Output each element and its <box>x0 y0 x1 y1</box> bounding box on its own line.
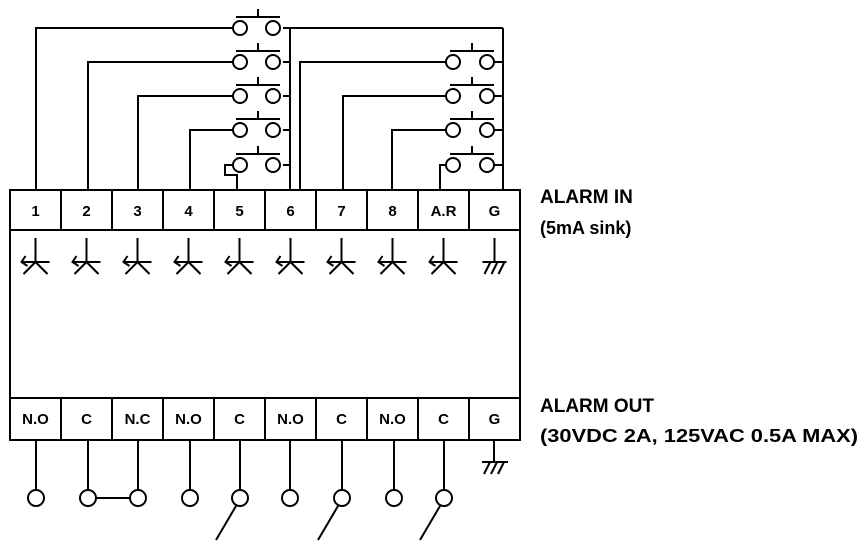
alarm-out-dividers <box>60 398 470 440</box>
out-contact-5 <box>231 489 249 507</box>
sink-input-symbol <box>20 238 50 275</box>
sink-input-symbol <box>377 238 407 275</box>
alarm-in-sink-symbols <box>20 238 507 275</box>
relay-arm-2 <box>317 505 339 541</box>
sink-input-symbol <box>224 238 254 275</box>
alarm-in-terminal-label: 8 <box>388 203 396 220</box>
sink-input-symbol <box>173 238 203 275</box>
alarm-in-terminal-label: 1 <box>31 203 39 220</box>
alarm-in-terminal-label: 7 <box>337 203 345 220</box>
push-button-switch-8 <box>445 111 503 138</box>
push-button-switch-4 <box>232 111 290 138</box>
alarm-in-subtitle: (5mA sink) <box>540 218 631 238</box>
push-button-switch-7 <box>445 77 503 104</box>
alarm-out-terminal-labels: N.O C N.C N.O C N.O C N.O C G <box>22 411 500 428</box>
out-contact-3 <box>129 489 147 507</box>
out-contact-8 <box>385 489 403 507</box>
alarm-out-terminal-label: N.O <box>22 411 49 428</box>
push-button-switch-2 <box>232 43 290 70</box>
alarm-in-terminal-label: 2 <box>82 203 90 220</box>
alarm-out-terminal-label: N.O <box>175 411 202 428</box>
alarm-out-title: ALARM OUT <box>540 396 654 417</box>
ground-out-symbol <box>482 461 508 475</box>
push-button-switch-3 <box>232 77 290 104</box>
relay-arm-3 <box>419 505 441 541</box>
out-contact-4 <box>181 489 199 507</box>
out-contact-7 <box>333 489 351 507</box>
out-contact-2 <box>79 489 97 507</box>
out-contact-1 <box>27 489 45 507</box>
sink-input-symbol <box>122 238 152 275</box>
alarm-in-dividers <box>60 190 470 230</box>
left-switch-stack <box>232 9 291 173</box>
alarm-in-title: ALARM IN <box>540 187 633 208</box>
alarm-in-terminal-label: 6 <box>286 203 294 220</box>
out-contact-6 <box>281 489 299 507</box>
alarm-out-wiring <box>27 440 508 541</box>
alarm-out-terminal-label: C <box>234 411 245 428</box>
right-switch-stack <box>290 27 504 190</box>
push-button-switch-ar <box>445 146 503 173</box>
out-contact-9 <box>435 489 453 507</box>
ground-in-symbol <box>482 238 507 275</box>
sink-input-symbol <box>71 238 101 275</box>
sink-input-symbol <box>326 238 356 275</box>
alarm-out-subtitle: (30VDC 2A, 125VAC 0.5A MAX) <box>540 426 858 446</box>
relay-arm-1 <box>215 505 237 541</box>
alarm-out-terminal-label: C <box>336 411 347 428</box>
alarm-out-terminal-label: C <box>438 411 449 428</box>
alarm-in-terminal-label: 5 <box>235 203 243 220</box>
right-switch-wires <box>299 61 446 190</box>
push-button-switch-5 <box>232 146 281 173</box>
sink-input-symbol <box>275 238 305 275</box>
alarm-out-terminal-label: C <box>81 411 92 428</box>
alarm-out-terminal-label: N.C <box>125 411 151 428</box>
alarm-in-terminal-label: G <box>489 203 501 220</box>
alarm-in-terminal-label: 3 <box>133 203 141 220</box>
alarm-in-terminal-labels: 1 2 3 4 5 6 7 8 A.R G <box>31 203 500 220</box>
left-switch-wires <box>35 27 291 190</box>
alarm-out-terminal-label: N.O <box>277 411 304 428</box>
alarm-in-terminal-label: 4 <box>184 203 193 220</box>
alarm-out-terminal-label: G <box>489 411 501 428</box>
push-button-switch-6 <box>445 43 503 70</box>
alarm-out-terminal-label: N.O <box>379 411 406 428</box>
sink-input-symbol <box>428 238 458 275</box>
alarm-in-terminal-label: A.R <box>431 203 457 220</box>
push-button-switch-1 <box>232 9 290 36</box>
